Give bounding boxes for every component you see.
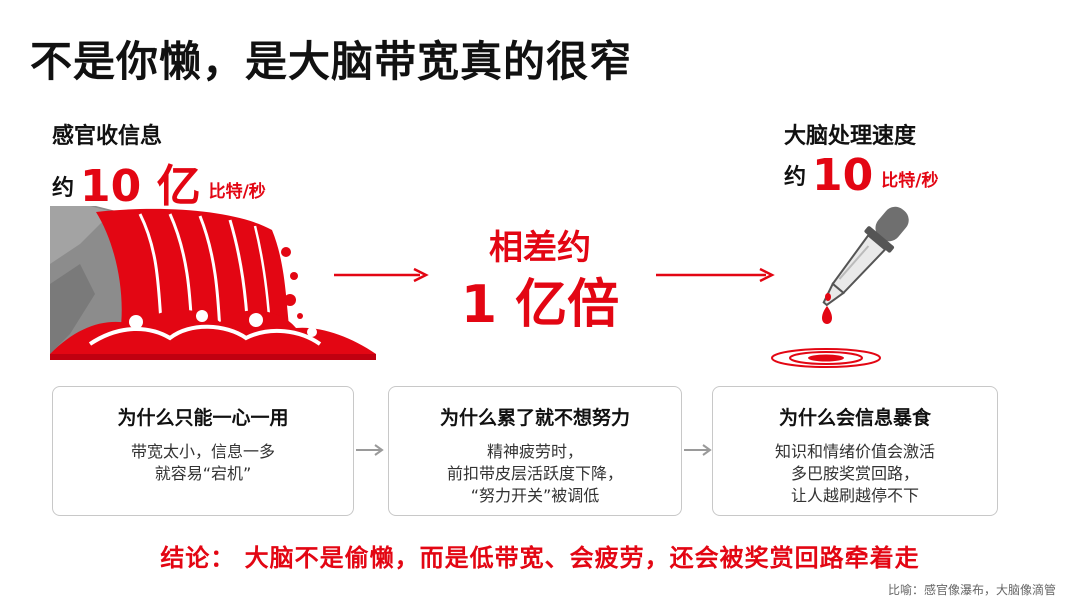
- brain-label: 大脑处理速度: [784, 124, 917, 149]
- card-info-binge: 为什么会信息暴食 知识和情绪价值会激活 多巴胺奖赏回路， 让人越刷越停不下: [712, 386, 998, 516]
- card-line: 带宽太小，信息一多: [130, 442, 275, 461]
- conclusion: 结论： 大脑不是偷懒，而是低带宽、会疲劳，还会被奖赏回路牵着走: [160, 544, 920, 572]
- arrow-right-icon: [684, 444, 712, 456]
- card-line: 精神疲劳时，: [486, 442, 583, 461]
- card-line: 知识和情绪价值会激活: [774, 442, 935, 461]
- sensory-approx: 约: [52, 176, 75, 201]
- page-title: 不是你懒，是大脑带宽真的很窄: [30, 37, 633, 86]
- difference-prefix: 相差约: [489, 228, 591, 268]
- card-title: 为什么累了就不想努力: [439, 407, 630, 429]
- card-line: 多巴胺奖赏回路，: [790, 464, 919, 483]
- brain-approx: 约: [784, 165, 807, 190]
- card-line: 让人越刷越停不下: [790, 486, 919, 505]
- sensory-label: 感官收信息: [52, 124, 163, 149]
- sensory-number: 10 亿: [80, 161, 201, 212]
- arrow-right-icon: [334, 267, 429, 283]
- metaphor-note: 比喻：感官像瀑布，大脑像滴管: [887, 583, 1056, 597]
- card-body: 带宽太小，信息一多 就容易“宕机”: [53, 441, 353, 485]
- waterfall-illustration: [50, 206, 376, 360]
- card-single-task: 为什么只能一心一用 带宽太小，信息一多 就容易“宕机”: [52, 386, 354, 516]
- card-line: 就容易“宕机”: [154, 464, 252, 483]
- arrow-right-icon: [656, 267, 775, 283]
- difference-value: 1 亿倍: [460, 275, 620, 335]
- card-line: “努力开关”被调低: [470, 486, 600, 505]
- dropper-illustration: [771, 206, 909, 368]
- card-title: 为什么会信息暴食: [778, 407, 931, 429]
- brain-number: 10: [812, 150, 874, 201]
- brain-unit: 比特/秒: [881, 171, 939, 191]
- card-fatigue: 为什么累了就不想努力 精神疲劳时， 前扣带皮层活跃度下降， “努力开关”被调低: [388, 386, 682, 516]
- arrow-right-icon: [356, 444, 384, 456]
- sensory-unit: 比特/秒: [208, 182, 266, 202]
- card-line: 前扣带皮层活跃度下降，: [446, 464, 623, 483]
- card-title: 为什么只能一心一用: [117, 407, 289, 429]
- card-body: 精神疲劳时， 前扣带皮层活跃度下降， “努力开关”被调低: [389, 441, 681, 507]
- card-body: 知识和情绪价值会激活 多巴胺奖赏回路， 让人越刷越停不下: [713, 441, 997, 507]
